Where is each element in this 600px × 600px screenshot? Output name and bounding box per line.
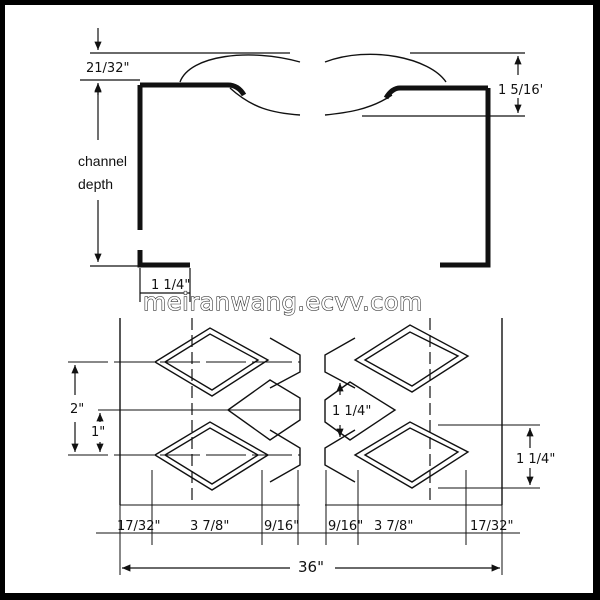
diamond-right-top: [353, 324, 470, 393]
watermark-text: meiranwang.ecvv.com: [143, 288, 423, 316]
dim-pitch-long-label: 2": [70, 402, 84, 417]
left-strand-upper: [179, 54, 301, 83]
dim-edge-right-label: 17/32": [470, 519, 513, 534]
dim-gap-left-label: 9/16": [264, 519, 299, 534]
left-strand-lower: [229, 87, 301, 116]
right-strand-lower: [324, 94, 393, 116]
diamond-right-top-inner: [363, 331, 460, 387]
dim-center-height-label: 1 1/4": [332, 404, 371, 419]
dim-top-offset-label: 21/32": [86, 61, 129, 76]
left-channel-profile: [137, 82, 247, 268]
diamond-right-center: [324, 381, 397, 441]
diamond-left-center: [226, 379, 301, 441]
channel-depth-label-2: depth: [78, 176, 113, 192]
dim-right-height-label: 1 1/4": [516, 452, 555, 467]
dim-total-width-label: 36": [298, 558, 324, 576]
diamond-right-bottom: [353, 421, 470, 489]
channel-depth-label-1: channel: [78, 153, 127, 169]
frame-canvas: [5, 5, 593, 593]
channel-section: [80, 28, 525, 302]
diamond-left-top-inner: [163, 333, 260, 391]
dim-gap-right-label: 9/16": [328, 519, 363, 534]
dim-diamond-right-label: 3 7/8": [374, 519, 413, 534]
diamond-center-bottom-left: [269, 429, 301, 483]
right-channel-profile: [383, 85, 491, 268]
diamond-center-top-right: [324, 337, 356, 389]
diamond-left-top: [153, 327, 270, 397]
diamond-center-top-left: [269, 337, 301, 389]
diamond-center-bottom-right: [324, 429, 356, 483]
dim-pitch-half-label: 1": [91, 425, 105, 440]
diamond-right-bottom-inner: [363, 427, 460, 483]
mesh-plan: [68, 318, 540, 575]
dim-diamond-left-label: 3 7/8": [190, 519, 229, 534]
dim-edge-left-label: 17/32": [117, 519, 160, 534]
dim-lip-width-label: 1 1/4": [151, 278, 190, 293]
dim-flange-height-label: 1 5/16': [498, 83, 543, 98]
diamond-left-bottom: [153, 421, 270, 491]
diamond-left-bottom-inner: [163, 427, 260, 485]
right-strand-upper: [324, 53, 447, 83]
